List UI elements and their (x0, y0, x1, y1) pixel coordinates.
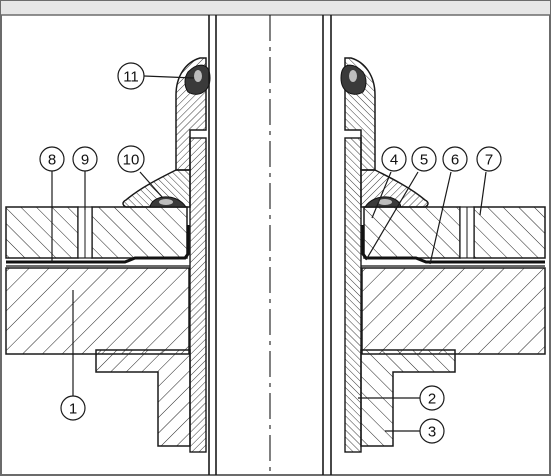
callout-circle-4 (381, 146, 407, 172)
leader-7 (479, 171, 487, 216)
screed-right-b (473, 206, 546, 259)
callout-label-2: 2 (428, 391, 436, 408)
callout-label-8: 8 (48, 152, 56, 169)
callout-label-4: 4 (390, 152, 398, 169)
callout-circle-10 (117, 145, 145, 173)
callout-circle-7 (476, 146, 502, 172)
callout-circle-3 (419, 418, 445, 444)
membrane-right (361, 225, 545, 264)
leader-6 (429, 171, 452, 265)
callout-label-10: 10 (123, 152, 140, 169)
weld-bead-11-highlight (194, 70, 202, 82)
left-section (5, 57, 211, 453)
floor-slab-right (361, 267, 546, 355)
callout-labels: 11 8 9 10 4 5 6 7 1 2 3 (48, 69, 493, 441)
weld-bead-top-right-highlight (349, 70, 357, 82)
top-border-band (1, 1, 550, 15)
callout-label-5: 5 (420, 152, 428, 169)
leader-5 (365, 171, 419, 261)
callout-circle-5 (411, 146, 437, 172)
pipe-section (208, 15, 332, 475)
leader-10 (139, 171, 164, 199)
callout-label-7: 7 (485, 152, 493, 169)
callout-label-11: 11 (123, 69, 139, 86)
leader-4 (371, 171, 392, 219)
right-section (340, 57, 546, 453)
weld-bead-10-highlight (159, 199, 173, 205)
membrane-left (6, 225, 190, 264)
callout-circle-6 (442, 146, 468, 172)
sleeve-left (189, 137, 207, 453)
callout-circle-1 (60, 395, 86, 421)
screed-right-a (363, 206, 461, 259)
floor-slab-left (5, 267, 190, 355)
callouts (39, 62, 502, 444)
callout-label-9: 9 (81, 152, 89, 169)
callout-circle-9 (72, 146, 98, 172)
callout-label-1: 1 (69, 401, 77, 418)
screed-left (5, 206, 79, 259)
callout-label-6: 6 (451, 152, 459, 169)
weld-bead-4-highlight (378, 199, 392, 205)
sleeve-right (344, 137, 362, 453)
callout-circle-11 (117, 62, 145, 90)
callout-label-3: 3 (428, 424, 436, 441)
callout-circle-2 (419, 385, 445, 411)
callout-circle-8 (39, 146, 65, 172)
leader-11 (143, 75, 195, 79)
screed-left-b (91, 206, 188, 259)
